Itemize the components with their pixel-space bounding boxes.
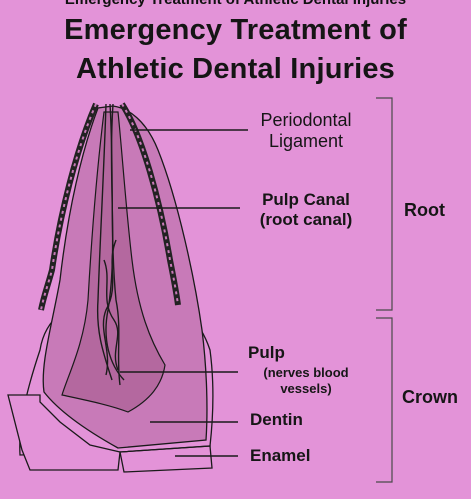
- label-pulp-detail: (nerves blood vessels): [246, 365, 366, 397]
- label-root: Root: [404, 200, 445, 221]
- label-crown: Crown: [402, 387, 458, 408]
- brackets: [376, 98, 392, 482]
- label-pulp-canal: Pulp Canal (root canal): [244, 190, 368, 230]
- label-pulp: Pulp: [248, 343, 285, 363]
- label-dentin: Dentin: [250, 410, 303, 430]
- enamel-right: [120, 446, 212, 472]
- label-periodontal-ligament: Periodontal Ligament: [244, 110, 368, 152]
- label-enamel: Enamel: [250, 446, 310, 466]
